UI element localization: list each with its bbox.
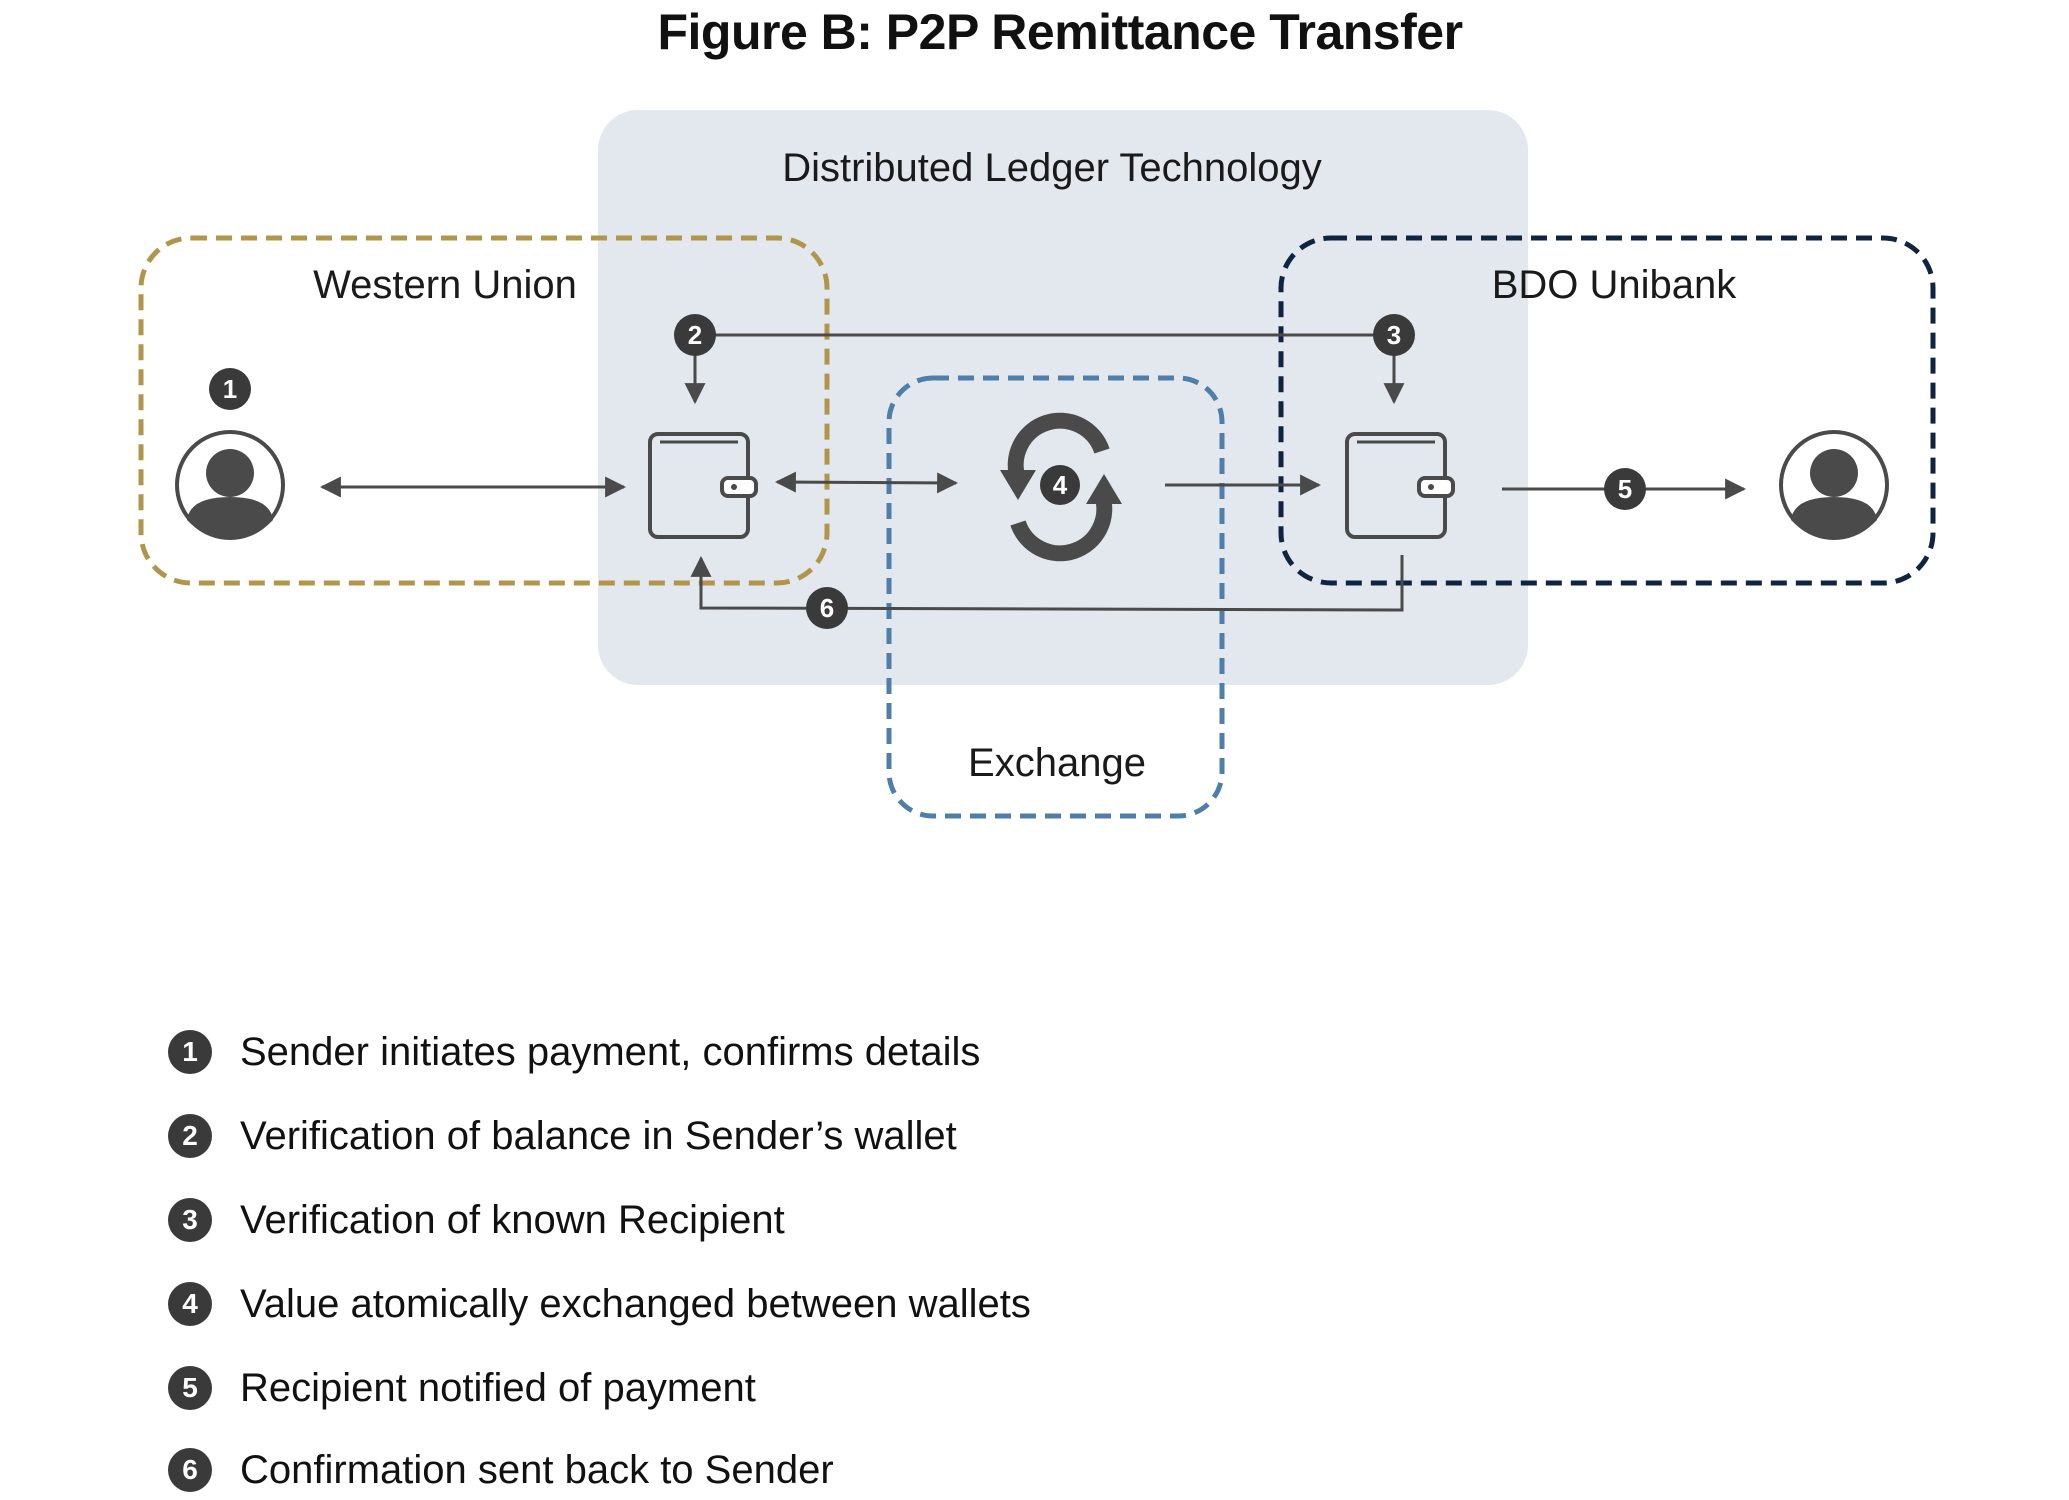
- legend-step-number: 3: [168, 1198, 212, 1242]
- figure-title: Figure B: P2P Remittance Transfer: [657, 4, 1463, 60]
- step-badge-2: 2: [674, 314, 716, 356]
- svg-text:2: 2: [688, 320, 702, 350]
- legend-step-text: Confirmation sent back to Sender: [240, 1447, 834, 1492]
- person-icon: [175, 430, 285, 540]
- wallet-icon: [1345, 432, 1455, 539]
- exchange-cycle-icon: [1000, 412, 1122, 562]
- svg-text:4: 4: [1053, 470, 1068, 500]
- legend-item: 3 Verification of known Recipient: [168, 1190, 1568, 1250]
- legend-step-text: Verification of known Recipient: [240, 1197, 785, 1242]
- confirmation-return-arrow: [690, 555, 1404, 612]
- svg-text:5: 5: [1618, 474, 1632, 504]
- legend-item: 4 Value atomically exchanged between wal…: [168, 1274, 1568, 1334]
- exchange-label: Exchange: [968, 741, 1146, 785]
- step-badge-5: 5: [1604, 468, 1646, 510]
- svg-text:6: 6: [820, 593, 834, 623]
- exchange-region: [886, 375, 1225, 819]
- wallet-icon: [648, 432, 758, 539]
- step-badge-6: 6: [806, 587, 848, 629]
- svg-text:3: 3: [1387, 320, 1401, 350]
- bdo-label: BDO Unibank: [1492, 263, 1738, 307]
- ledger-label: Distributed Ledger Technology: [782, 146, 1322, 190]
- svg-text:1: 1: [223, 374, 237, 404]
- western-union-region: [138, 235, 830, 586]
- person-icon: [1779, 430, 1889, 540]
- legend-item: 2 Verification of balance in Sender’s wa…: [168, 1106, 1568, 1166]
- step-badge-4: 4: [1040, 465, 1080, 505]
- legend-step-text: Sender initiates payment, confirms detai…: [240, 1029, 981, 1074]
- step-badge-1: 1: [209, 368, 251, 410]
- legend-item: 6 Confirmation sent back to Sender: [168, 1440, 1568, 1500]
- legend-step-text: Verification of balance in Sender’s wall…: [240, 1113, 957, 1158]
- wallet-to-exchange-arrow: [774, 471, 959, 494]
- ledger-region: [598, 110, 1528, 685]
- legend-step-number: 1: [168, 1030, 212, 1074]
- legend-step-number: 5: [168, 1366, 212, 1410]
- western-union-label: Western Union: [313, 263, 577, 307]
- legend-item: 5 Recipient notified of payment: [168, 1358, 1568, 1418]
- legend-item: 1 Sender initiates payment, confirms det…: [168, 1022, 1568, 1082]
- legend-step-text: Recipient notified of payment: [240, 1365, 756, 1410]
- legend-step-number: 4: [168, 1282, 212, 1326]
- legend-step-text: Value atomically exchanged between walle…: [240, 1281, 1031, 1326]
- legend-step-number: 2: [168, 1114, 212, 1158]
- bdo-region: [1278, 235, 1936, 586]
- step-badge-3: 3: [1373, 314, 1415, 356]
- legend-step-number: 6: [168, 1448, 212, 1492]
